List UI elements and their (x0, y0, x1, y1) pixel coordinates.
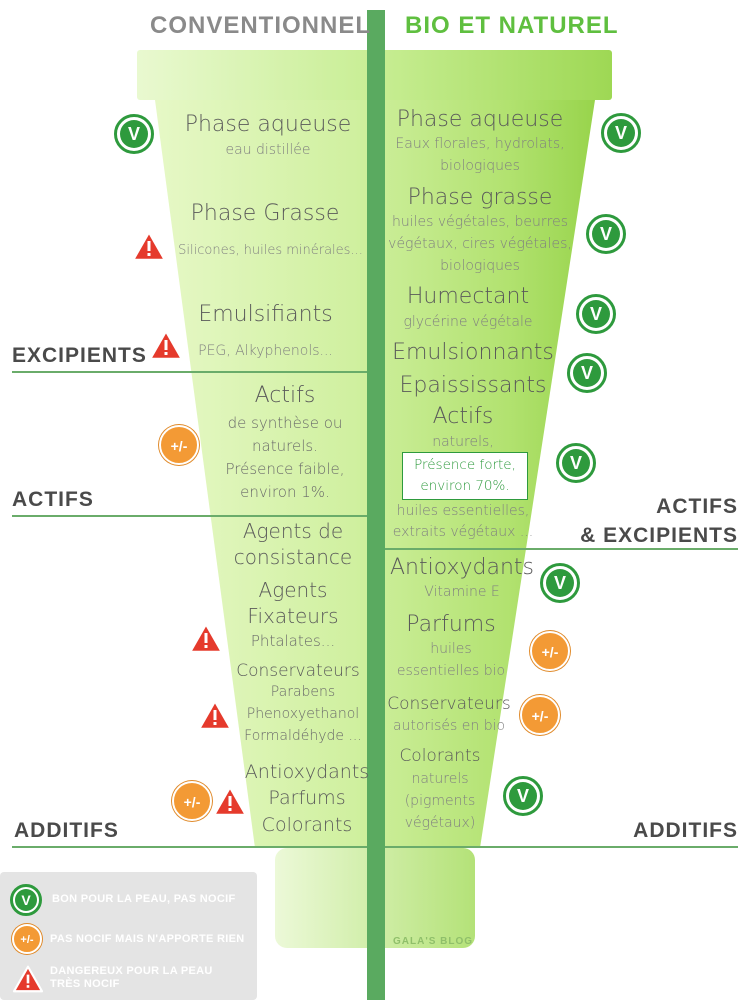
left-conservateurs-desc-2: Phenoxyethanol (246, 706, 360, 722)
right-actifs-desc-2: extraits végétaux ... (392, 524, 534, 540)
right-glycerine: glycérine végétale (403, 314, 533, 330)
check-badge-icon: V (114, 114, 154, 154)
warning-icon (188, 622, 224, 654)
section-actifs-right-1: ACTIFS (656, 495, 738, 518)
check-badge-icon: V (576, 294, 616, 334)
section-additifs-left: ADDITIFS (14, 819, 119, 842)
left-peg: PEG, Alkyphenols... (198, 343, 333, 359)
left-agents-consistance-2: consistance (233, 545, 353, 569)
line-actifs (12, 515, 367, 517)
right-conservateurs: Conservateurs (387, 694, 511, 714)
warning-icon (212, 785, 248, 817)
right-phase-aqueuse-desc-1: Eaux florales, hydrolats, (395, 136, 565, 152)
neutral-badge-icon: +/- (520, 695, 560, 735)
right-vitamine: Vitamine E (424, 584, 500, 600)
right-phase-grasse-desc-1: huiles végétales, beurres (391, 214, 569, 230)
check-badge-icon: V (601, 113, 641, 153)
left-conservateurs: Conservateurs (236, 661, 360, 681)
check-badge-icon: V (540, 563, 580, 603)
right-phase-aqueuse: Phase aqueuse (396, 107, 564, 132)
watermark: GALA'S BLOG (393, 936, 474, 947)
legend-danger-label-1: DANGEREUX POUR LA PEAU (50, 965, 213, 977)
header-conventionnel: CONVENTIONNEL (150, 12, 372, 39)
right-colorants-desc-3: végétaux) (404, 815, 476, 831)
legend-good-label: BON POUR LA PEAU, PAS NOCIF (52, 893, 236, 905)
left-agents-fixateurs-2: Fixateurs (247, 604, 339, 628)
left-actifs: Actifs (254, 383, 316, 408)
warning-icon (197, 699, 233, 731)
right-colorants-desc-2: (pigments (404, 793, 476, 809)
right-phase-aqueuse-desc-2: biologiques (440, 158, 520, 174)
right-conservateurs-desc: autorisés en bio (392, 718, 506, 734)
right-presence-1: Présence forte, (414, 457, 516, 473)
line-additifs-left (12, 846, 367, 848)
neutral-badge-icon: +/- (159, 425, 199, 465)
right-presence-box (402, 452, 528, 500)
right-parfums: Parfums (406, 612, 496, 637)
left-conservateurs-desc-3: Formaldéhyde ... (244, 728, 362, 744)
section-actifs-right-2: & EXCIPIENTS (580, 524, 738, 547)
left-actifs-desc-3: Présence faible, (225, 460, 345, 478)
line-excipients (12, 371, 367, 373)
check-badge-icon: V (503, 776, 543, 816)
right-humectant: Humectant (406, 284, 530, 309)
left-emulsifiants: Emulsifiants (198, 302, 333, 327)
right-antioxydants: Antioxydants (389, 555, 535, 580)
section-additifs-right: ADDITIFS (633, 819, 738, 842)
right-actifs: Actifs (432, 404, 494, 429)
left-actifs-desc-1: de synthèse ou (227, 414, 343, 432)
left-silicones: Silicones, huiles minérales... (178, 243, 363, 258)
check-badge-icon: V (586, 214, 626, 254)
left-phtalates: Phtalates... (250, 632, 336, 650)
line-additifs-right (385, 846, 738, 848)
right-phase-grasse-desc-2: végétaux, cires végétales, (388, 236, 572, 252)
line-actifs-right (385, 548, 738, 550)
legend: V BON POUR LA PEAU, PAS NOCIF +/- PAS NO… (0, 872, 257, 1000)
section-actifs-left: ACTIFS (12, 488, 94, 511)
right-colorants-desc-1: naturels (411, 771, 469, 787)
right-phase-grasse: Phase grasse (407, 185, 553, 210)
left-colorants: Colorants (261, 814, 353, 836)
left-conservateurs-desc-1: Parabens (270, 684, 336, 700)
left-agents-consistance-1: Agents de (242, 519, 344, 543)
left-phase-grasse: Phase Grasse (190, 201, 340, 226)
right-actifs-desc-1: huiles essentielles, (396, 503, 530, 519)
warning-icon (148, 329, 184, 361)
neutral-badge-icon: +/- (172, 781, 212, 821)
warning-icon (131, 230, 167, 262)
legend-danger-label-2: TRÈS NOCIF (50, 978, 120, 990)
right-emulsionnants: Emulsionnants (392, 340, 554, 365)
right-colorants: Colorants (399, 746, 481, 766)
right-presence-2: environ 70%. (420, 478, 510, 494)
left-actifs-desc-4: environ 1%. (240, 483, 330, 501)
left-eau: eau distillée (225, 142, 311, 158)
right-epaississants: Epaississants (399, 373, 547, 398)
left-antioxydants: Antioxydants (244, 761, 370, 783)
neutral-badge-icon: +/- (530, 631, 570, 671)
warning-icon (12, 965, 44, 993)
right-parfums-desc-1: huiles (430, 641, 472, 657)
legend-neutral-label: PAS NOCIF MAIS N'APPORTE RIEN (50, 933, 245, 945)
check-badge-icon: V (556, 443, 596, 483)
center-divider (367, 10, 385, 1000)
check-badge-icon: V (567, 353, 607, 393)
neutral-badge-icon: +/- (12, 924, 42, 954)
left-agents-fixateurs-1: Agents (258, 578, 328, 602)
header-bio: BIO ET NATUREL (405, 12, 619, 39)
left-parfums: Parfums (268, 787, 346, 809)
section-excipients: EXCIPIENTS (12, 344, 147, 367)
right-parfums-desc-2: essentielles bio (396, 663, 506, 679)
right-naturels: naturels, (432, 434, 494, 450)
right-phase-grasse-desc-3: biologiques (440, 258, 520, 274)
left-phase-aqueuse: Phase aqueuse (184, 112, 352, 137)
left-actifs-desc-2: naturels. (252, 437, 318, 455)
check-badge-icon: V (10, 884, 42, 916)
